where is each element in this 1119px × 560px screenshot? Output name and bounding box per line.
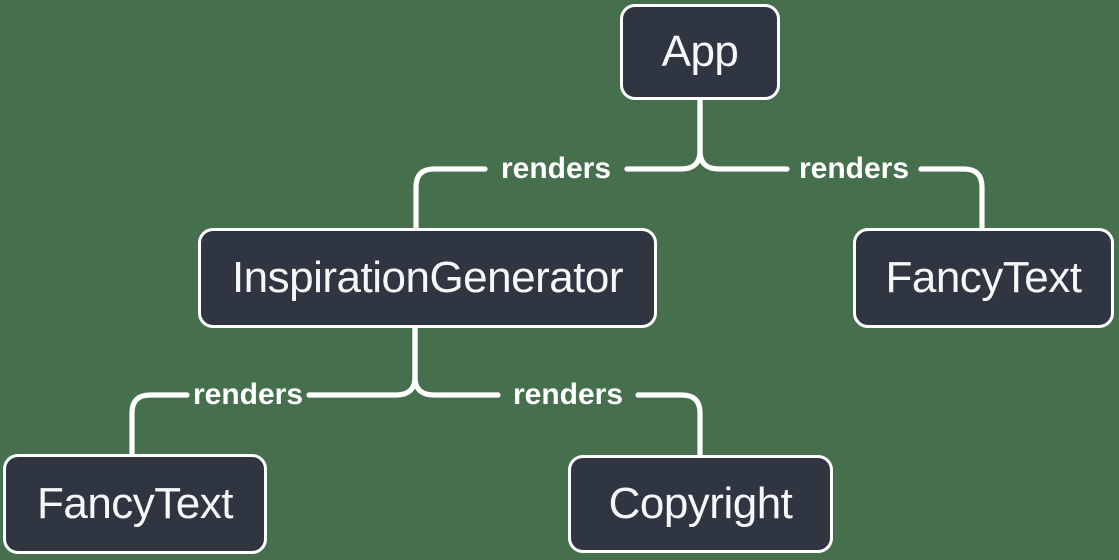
- node-inspiration-generator: InspirationGenerator: [198, 228, 657, 328]
- node-copyright: Copyright: [568, 455, 833, 553]
- node-app: App: [620, 4, 780, 100]
- node-fancy-text-top-right-label: FancyText: [885, 253, 1082, 302]
- edge-inspiration-generator-to-copyright: [412, 325, 703, 458]
- node-copyright-label: Copyright: [608, 479, 793, 528]
- edge-label-renders-app-fancytext: renders: [798, 152, 910, 185]
- edge-label-renders-app-inspiration: renders: [500, 152, 612, 185]
- edge-label-renders-inspiration-copyright: renders: [512, 378, 624, 411]
- node-inspiration-generator-label: InspirationGenerator: [231, 253, 624, 302]
- node-fancy-text-bottom-left-label: FancyText: [36, 479, 234, 528]
- node-fancy-text-bottom-left: FancyText: [3, 454, 267, 554]
- node-fancy-text-top-right: FancyText: [853, 228, 1114, 328]
- edge-app-to-fancy-text-top: [697, 97, 985, 231]
- node-app-label: App: [661, 27, 739, 76]
- edge-label-renders-inspiration-fancytext: renders: [192, 378, 304, 411]
